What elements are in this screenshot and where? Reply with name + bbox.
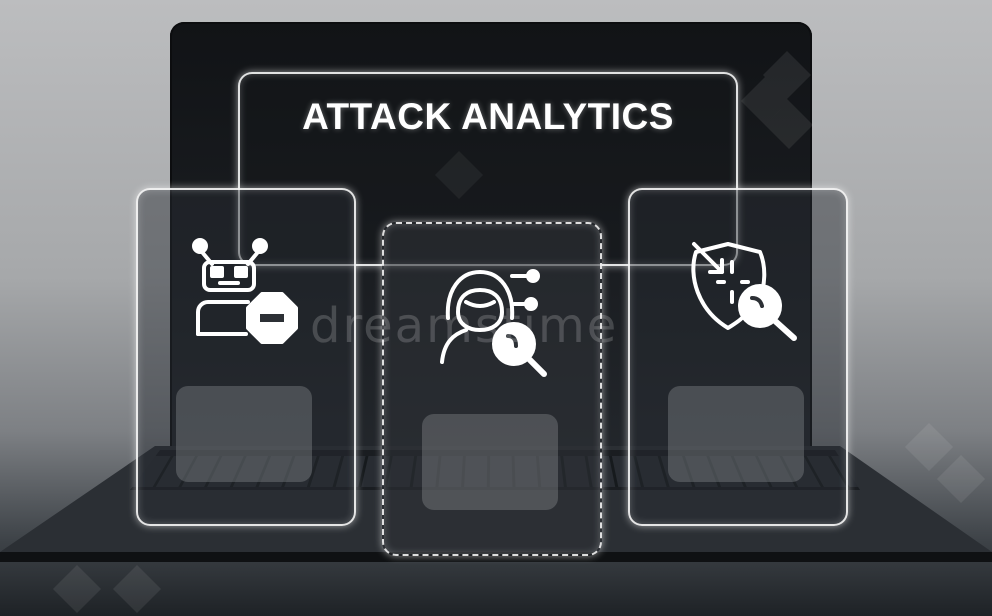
panel-slot <box>176 386 312 482</box>
panel-slot <box>668 386 804 482</box>
watermark: dreamstime <box>310 298 619 354</box>
panel-shield <box>628 188 848 526</box>
shield-breach-search-icon <box>691 242 797 341</box>
page-title: ATTACK ANALYTICS <box>302 96 674 137</box>
panel-bot <box>136 188 356 526</box>
decor-diamond <box>112 564 162 614</box>
bot-blocked-icon <box>192 238 298 344</box>
hacker-search-icon <box>440 269 547 377</box>
panel-slot <box>422 414 558 510</box>
decor-diamond <box>52 564 102 614</box>
panel-hacker <box>382 222 602 556</box>
